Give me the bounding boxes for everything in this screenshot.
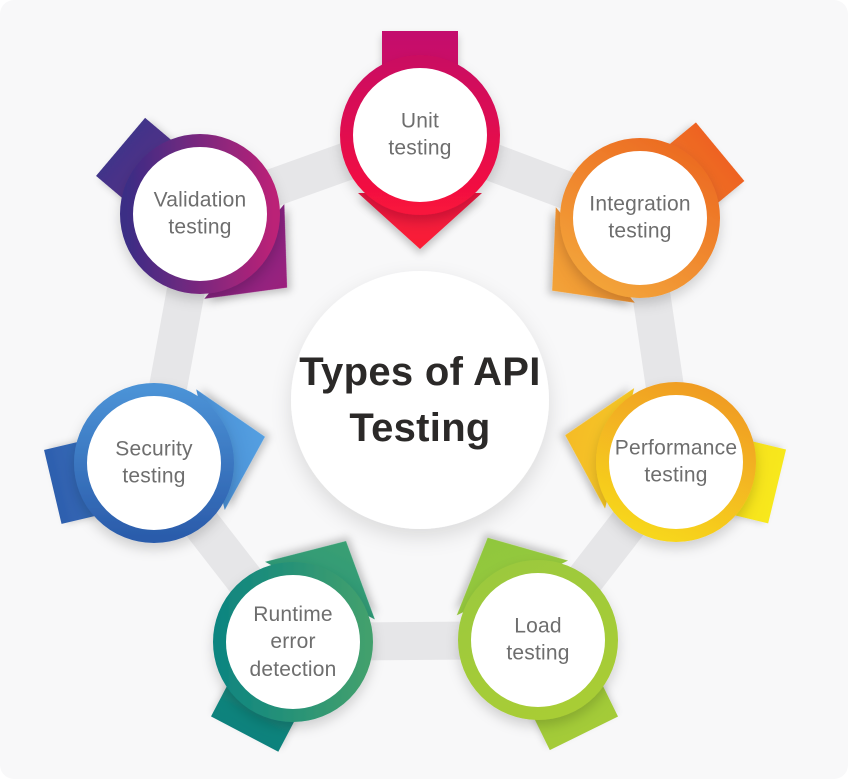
node-label-validation-testing: Validation testing bbox=[153, 188, 247, 239]
circle-validation-testing bbox=[120, 134, 280, 294]
circle-runtime-error-detection bbox=[213, 562, 373, 722]
node-label-runtime-error-detection: Runtime error detection bbox=[249, 603, 337, 681]
node-label-load-testing: Load testing bbox=[506, 614, 570, 665]
center-circle bbox=[291, 271, 549, 529]
node-label-security-testing: Security testing bbox=[115, 437, 193, 488]
circle-load-testing bbox=[458, 560, 618, 720]
circle-unit-testing bbox=[340, 55, 500, 215]
node-label-unit-testing: Unit testing bbox=[388, 109, 452, 160]
circle-integration-testing bbox=[560, 138, 720, 298]
node-label-performance-testing: Performance testing bbox=[614, 436, 738, 487]
diagram-title: Types of API Testing bbox=[299, 350, 541, 450]
circle-security-testing bbox=[74, 383, 234, 543]
circle-performance-testing bbox=[596, 382, 756, 542]
node-label-integration-testing: Integration testing bbox=[589, 192, 691, 243]
